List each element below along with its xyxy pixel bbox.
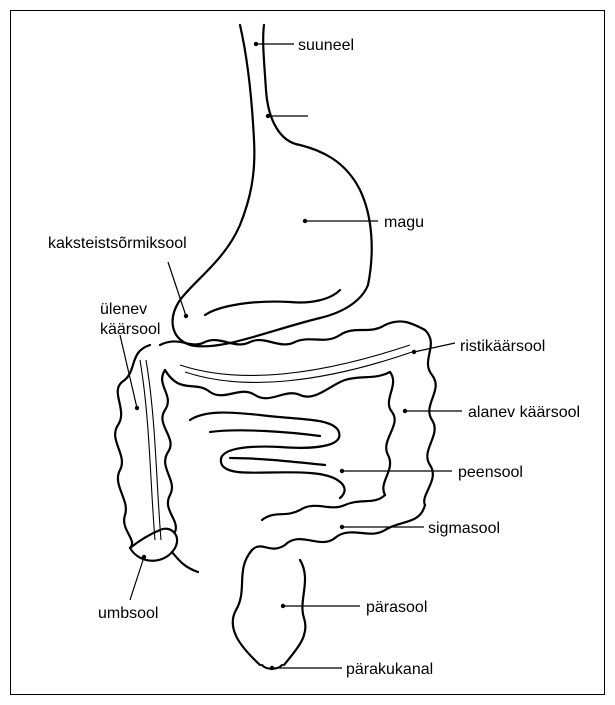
rectum-anal-canal — [233, 550, 306, 669]
label-umbsool: umbsool — [98, 605, 158, 622]
label-ulenev-line2: käärsool — [100, 321, 160, 338]
label-suuneel: suuneel — [298, 37, 354, 54]
label-kaksteistsormiksool: kaksteistsõrmiksool — [48, 235, 187, 252]
sigmoid-colon — [252, 495, 425, 550]
label-sigmasool: sigmasool — [428, 520, 500, 537]
cecum-appendix — [130, 529, 198, 572]
label-ristikaarsool: ristikäärsool — [460, 338, 545, 355]
descending-colon — [383, 330, 435, 505]
label-ulenev-line1: ülenev — [100, 301, 147, 318]
small-intestine — [190, 413, 345, 498]
label-magu: magu — [384, 214, 424, 231]
label-alanev-kaarsool: alanev käärsool — [468, 404, 580, 421]
label-parakukanal: pärakukanal — [346, 661, 433, 678]
label-parasool: pärasool — [366, 599, 427, 616]
leader-lines — [120, 42, 462, 670]
label-peensool: peensool — [458, 464, 523, 481]
esophagus-stomach — [173, 25, 372, 346]
ascending-colon — [115, 345, 176, 548]
transverse-colon — [160, 321, 425, 398]
